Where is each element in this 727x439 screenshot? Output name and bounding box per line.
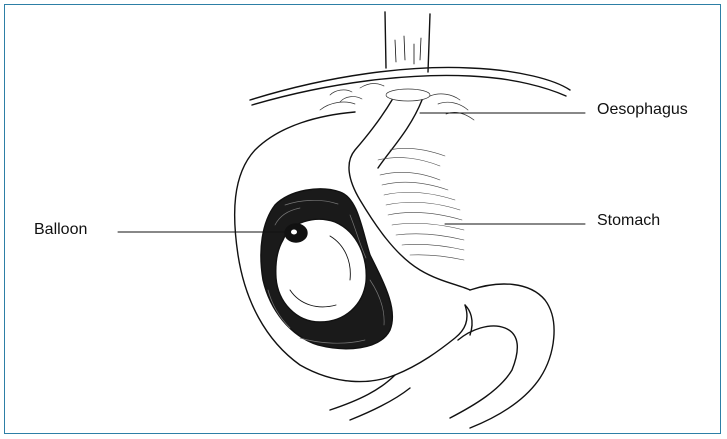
balloon-label: Balloon bbox=[34, 222, 87, 238]
diaphragm bbox=[250, 67, 570, 105]
oesophagus-label: Oesophagus bbox=[597, 102, 688, 118]
oesophagus-tube bbox=[385, 12, 430, 72]
stomach-label: Stomach bbox=[597, 213, 660, 229]
stomach-shading bbox=[378, 148, 464, 260]
hiatus-shading bbox=[320, 84, 474, 120]
balloon bbox=[276, 219, 366, 322]
